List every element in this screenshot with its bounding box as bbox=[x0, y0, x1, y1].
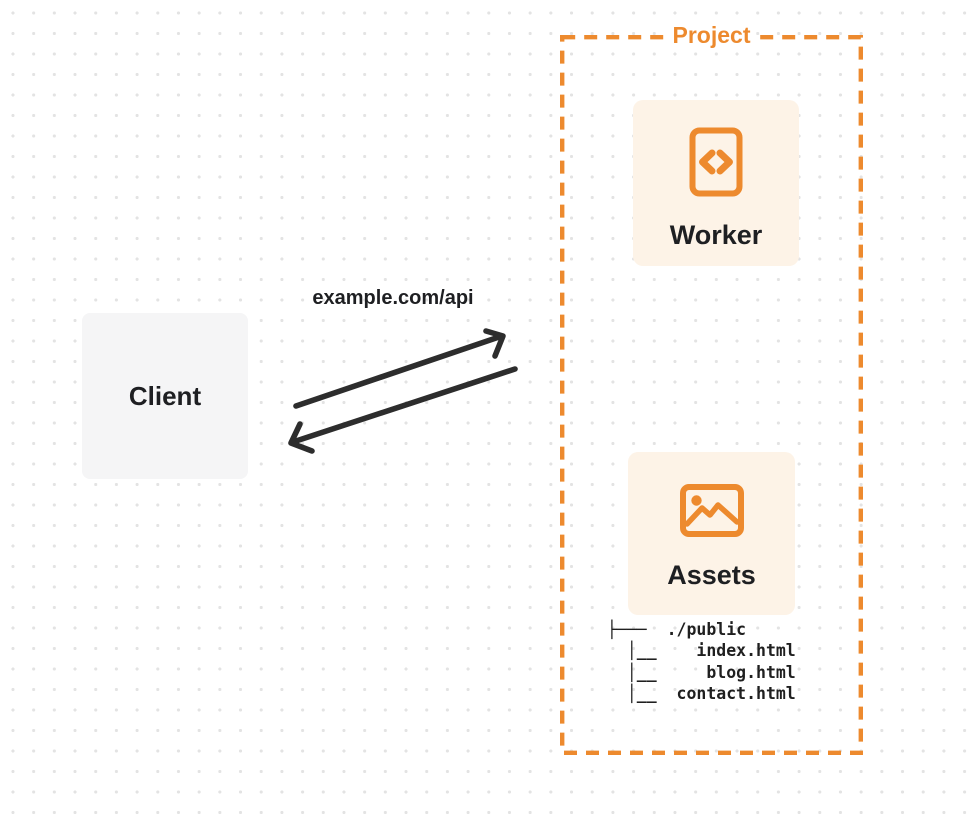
project-label: Project bbox=[669, 20, 754, 50]
client-label: Client bbox=[128, 380, 202, 411]
request-url-label: example.com/api bbox=[312, 287, 474, 309]
file-tree-line-public: ├─── ./public bbox=[607, 620, 747, 639]
assets-card: Assets bbox=[628, 452, 795, 615]
request-arrow bbox=[293, 328, 506, 409]
assets-label: Assets bbox=[667, 560, 756, 590]
image-icon bbox=[679, 484, 744, 537]
worker-label: Worker bbox=[669, 220, 763, 250]
response-arrow bbox=[288, 366, 518, 454]
client-card: Client bbox=[82, 313, 248, 479]
worker-card: Worker bbox=[633, 100, 799, 266]
file-tree-line-contact: │__ contact.html bbox=[607, 683, 796, 703]
file-tree: ├─── ./public │__ index.html │__ blog.ht… bbox=[607, 619, 796, 704]
file-tree-line-blog: │__ blog.html bbox=[607, 662, 796, 682]
project-boundary: Project Worker Assets ├─── ./public │__ … bbox=[560, 20, 863, 755]
code-document-icon bbox=[689, 127, 743, 197]
file-tree-line-index: │__ index.html bbox=[607, 641, 796, 661]
